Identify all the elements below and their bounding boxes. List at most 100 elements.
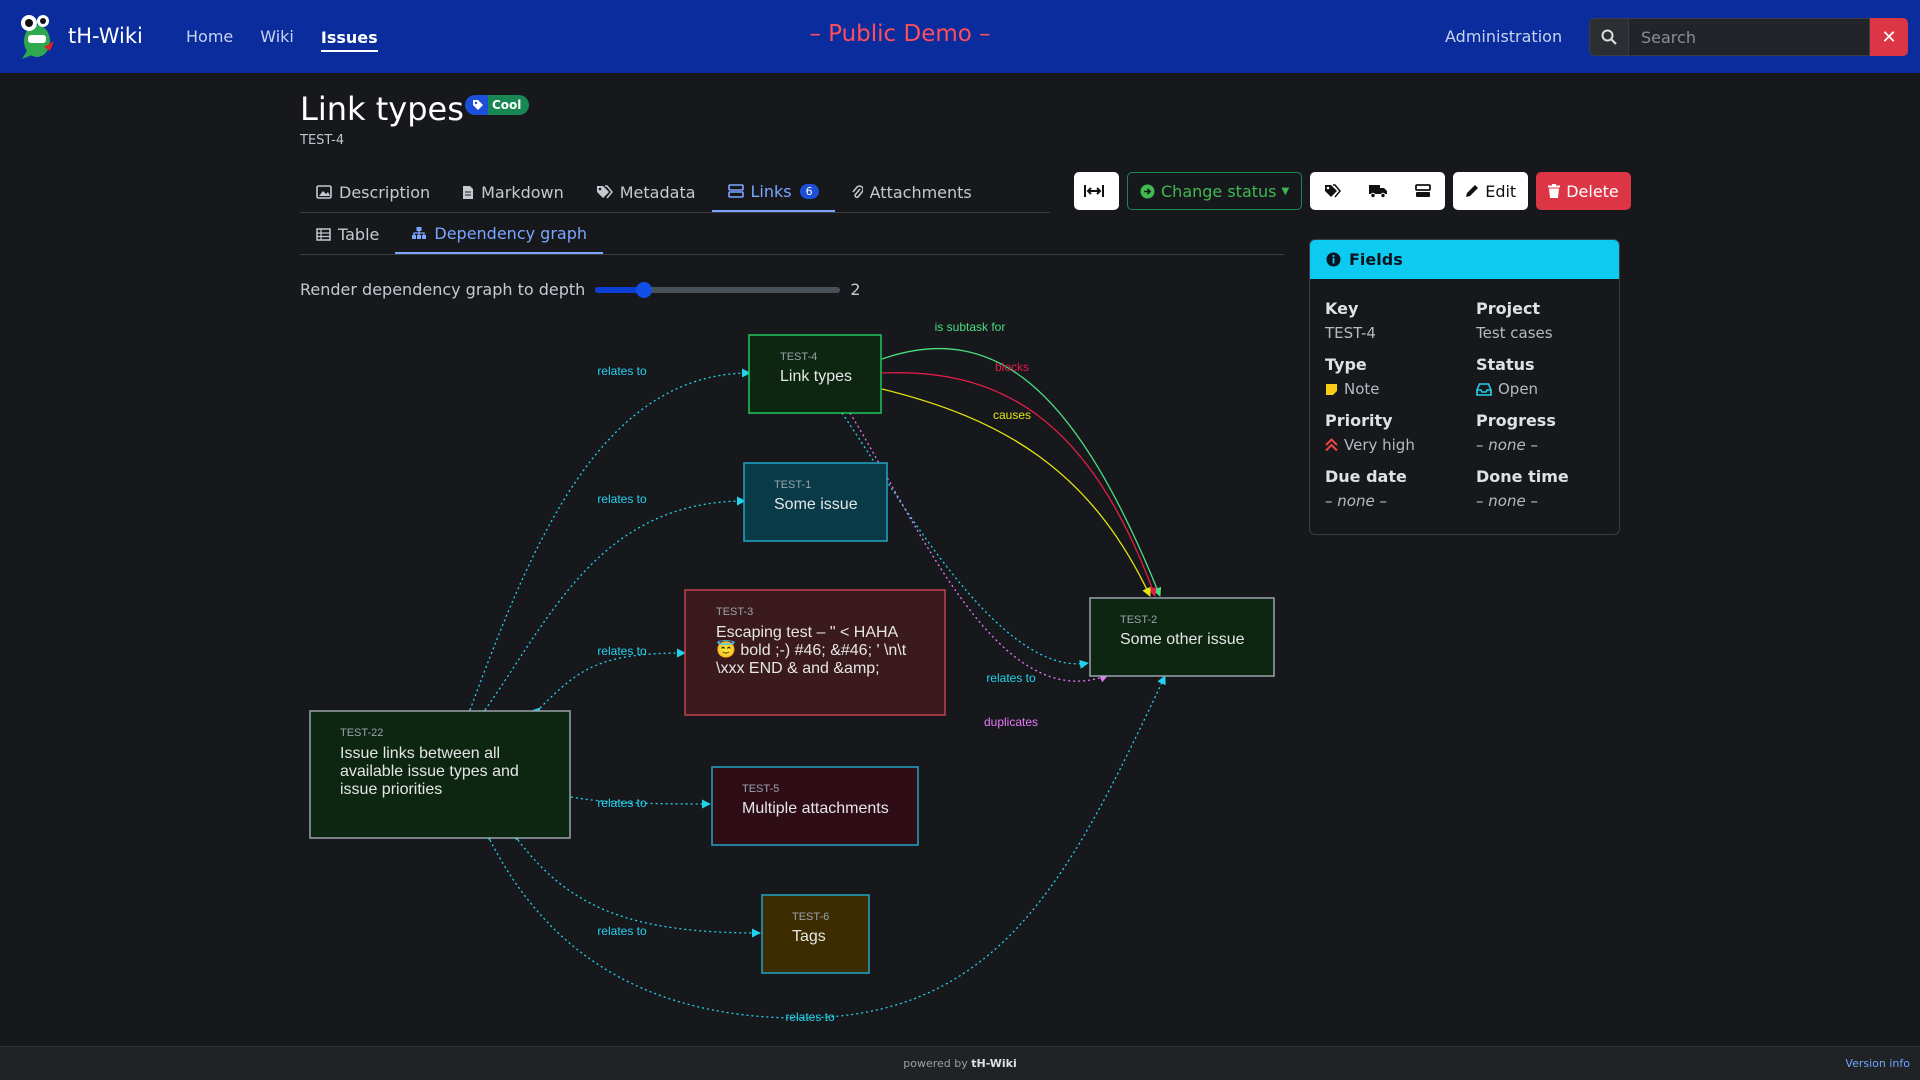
search-button[interactable] xyxy=(1589,18,1629,56)
demo-banner: – Public Demo – xyxy=(809,21,991,47)
issue-tag[interactable]: Cool xyxy=(465,95,530,115)
close-icon: ✕ xyxy=(1881,26,1897,48)
trash-icon xyxy=(1548,184,1561,198)
field-priority: Priority Very high xyxy=(1325,411,1465,454)
node-key: TEST-22 xyxy=(340,727,383,739)
field-value: – none – xyxy=(1325,492,1387,510)
brand[interactable]: tH-Wiki xyxy=(16,10,143,62)
footer: powered by tH-Wiki Version info xyxy=(0,1046,1920,1080)
depth-slider[interactable] xyxy=(595,281,841,298)
node-title-line: Escaping test – " < HAHA xyxy=(716,624,899,641)
edge-subtask-4-2 xyxy=(881,347,1162,597)
nav-wiki[interactable]: Wiki xyxy=(260,27,294,46)
graph-node-test-1[interactable]: TEST-1 Some issue xyxy=(743,462,888,542)
tags-button[interactable] xyxy=(1310,172,1355,210)
edge-label-relates: relates to xyxy=(597,492,647,506)
graph-node-test-3[interactable]: TEST-3 Escaping test – " < HAHA 😇 bold ;… xyxy=(684,589,946,716)
depth-slider-fill xyxy=(595,286,645,293)
nav-issues[interactable]: Issues xyxy=(320,22,378,52)
node-key: TEST-6 xyxy=(792,911,829,923)
field-value: Note xyxy=(1325,380,1465,398)
tag-label: Cool xyxy=(488,95,530,115)
field-value: Very high xyxy=(1325,436,1465,454)
field-label: Progress xyxy=(1476,411,1556,430)
edge-label-relates: relates to xyxy=(597,644,647,658)
full-width-button[interactable] xyxy=(1074,172,1119,210)
issue-tabs: Description Markdown Metadata Links 6 At… xyxy=(300,172,1050,213)
truck-icon xyxy=(1368,185,1387,198)
depth-value: 2 xyxy=(850,280,861,299)
node-title-line: available issue types and xyxy=(340,763,519,780)
graph-node-test-2[interactable]: TEST-2 Some other issue xyxy=(1089,597,1275,677)
chevron-down-icon: ▼ xyxy=(1281,185,1290,197)
change-status-button[interactable]: Change status ▼ xyxy=(1127,172,1303,210)
tab-label: Links xyxy=(750,181,792,201)
version-info-link[interactable]: Version info xyxy=(1845,1057,1910,1070)
node-title: Some issue xyxy=(774,496,858,513)
inbox-icon xyxy=(1476,382,1492,396)
tab-metadata[interactable]: Metadata xyxy=(580,172,712,212)
links-button[interactable] xyxy=(1400,172,1445,210)
depth-slider-thumb[interactable] xyxy=(636,281,653,298)
navbar: tH-Wiki Home Wiki Issues – Public Demo –… xyxy=(0,0,1920,73)
node-key: TEST-3 xyxy=(716,606,753,618)
dependency-graph-svg: is subtask for blocks causes relates to … xyxy=(309,320,1275,1024)
subtab-label: Table xyxy=(338,224,380,244)
edit-button[interactable]: Edit xyxy=(1453,172,1529,210)
edge-label-subtask: is subtask for xyxy=(935,320,1006,334)
node-key: TEST-2 xyxy=(1120,614,1157,626)
pencil-icon xyxy=(1466,185,1479,197)
fields-title: Fields xyxy=(1349,250,1403,269)
nav-home[interactable]: Home xyxy=(186,27,234,46)
change-status-label: Change status xyxy=(1161,181,1277,201)
field-value: Test cases xyxy=(1476,324,1553,342)
subtab-dependency-graph[interactable]: Dependency graph xyxy=(395,214,604,254)
graph-node-test-5[interactable]: TEST-5 Multiple attachments xyxy=(711,766,919,846)
edge-label-relates: relates to xyxy=(597,924,647,938)
issue-key: TEST-4 xyxy=(300,133,345,148)
tab-description[interactable]: Description xyxy=(300,172,446,212)
edge-label-relates: relates to xyxy=(986,671,1036,685)
tab-label: Description xyxy=(339,182,431,202)
move-button[interactable] xyxy=(1355,172,1400,210)
tab-markdown[interactable]: Markdown xyxy=(446,172,580,212)
administration-link[interactable]: Administration xyxy=(1445,27,1563,46)
double-chevron-up-icon xyxy=(1325,438,1338,452)
tab-label: Markdown xyxy=(481,182,564,202)
search-clear-button[interactable]: ✕ xyxy=(1870,18,1908,56)
field-label: Status xyxy=(1476,355,1535,374)
edge-relates-22-2 xyxy=(482,675,1166,1019)
expand-width-icon xyxy=(1083,185,1104,197)
delete-button[interactable]: Delete xyxy=(1536,172,1631,210)
tab-attachments[interactable]: Attachments xyxy=(835,172,988,212)
search-input[interactable] xyxy=(1629,18,1870,56)
node-title-line: issue priorities xyxy=(340,781,442,798)
graph-node-test-4[interactable]: TEST-4 Link types xyxy=(748,334,882,414)
node-title: Tags xyxy=(792,928,826,945)
footer-brand[interactable]: tH-Wiki xyxy=(971,1057,1017,1070)
field-done-time: Done time – none – xyxy=(1476,467,1616,510)
edge-relates-22-1 xyxy=(476,496,746,720)
edge-label-relates: relates to xyxy=(597,796,647,810)
fields-card: Fields Key TEST-4 Project Test cases Typ… xyxy=(1309,239,1620,535)
node-key: TEST-1 xyxy=(774,479,811,491)
tags-icon xyxy=(596,185,613,199)
field-value: – none – xyxy=(1476,436,1538,454)
node-title: Some other issue xyxy=(1120,631,1245,648)
edge-relates-4-2 xyxy=(833,403,1089,669)
edge-causes-4-2 xyxy=(881,388,1151,597)
graph-node-test-22[interactable]: TEST-22 Issue links between all availabl… xyxy=(309,710,571,839)
graph-node-test-6[interactable]: TEST-6 Tags xyxy=(761,894,870,974)
field-value: Open xyxy=(1476,380,1616,398)
table-icon xyxy=(316,227,331,241)
page-title: Link types xyxy=(300,90,464,128)
search-icon xyxy=(1601,29,1617,45)
links-subtabs: Table Dependency graph xyxy=(300,214,1284,255)
edge-label-causes: causes xyxy=(993,408,1031,422)
subtab-table[interactable]: Table xyxy=(300,214,395,254)
tab-links[interactable]: Links 6 xyxy=(711,172,835,212)
node-key: TEST-5 xyxy=(742,783,779,795)
links-icon xyxy=(727,184,744,198)
logo-icon xyxy=(21,15,54,59)
links-count-badge: 6 xyxy=(799,183,819,199)
